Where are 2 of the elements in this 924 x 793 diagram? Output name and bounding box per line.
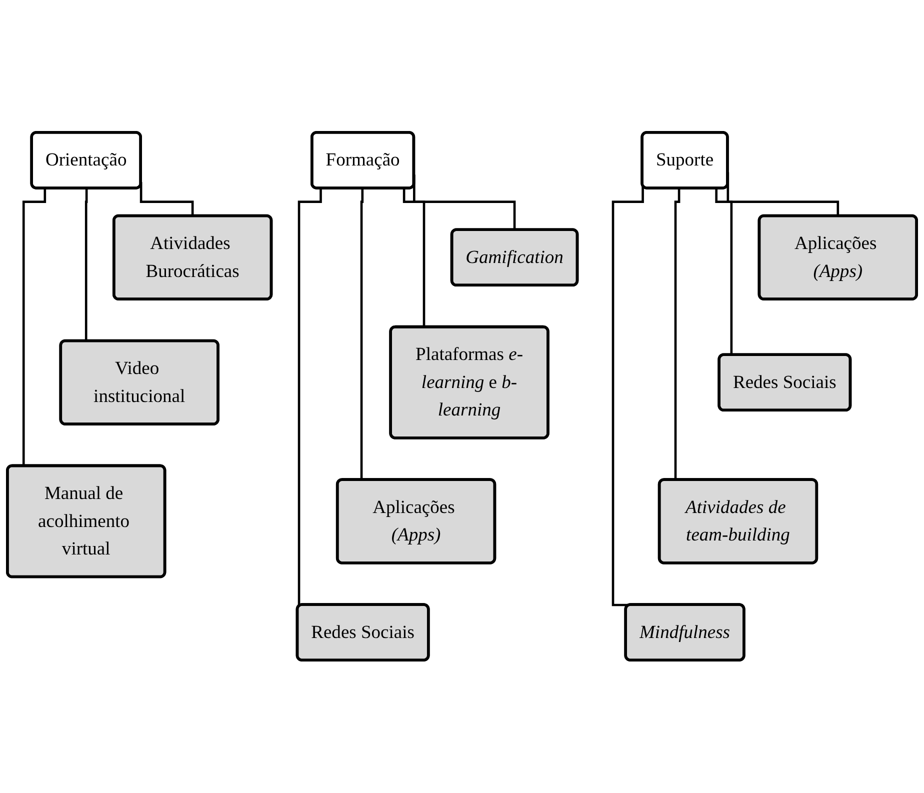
connector (298, 188, 322, 606)
connector (612, 186, 644, 606)
